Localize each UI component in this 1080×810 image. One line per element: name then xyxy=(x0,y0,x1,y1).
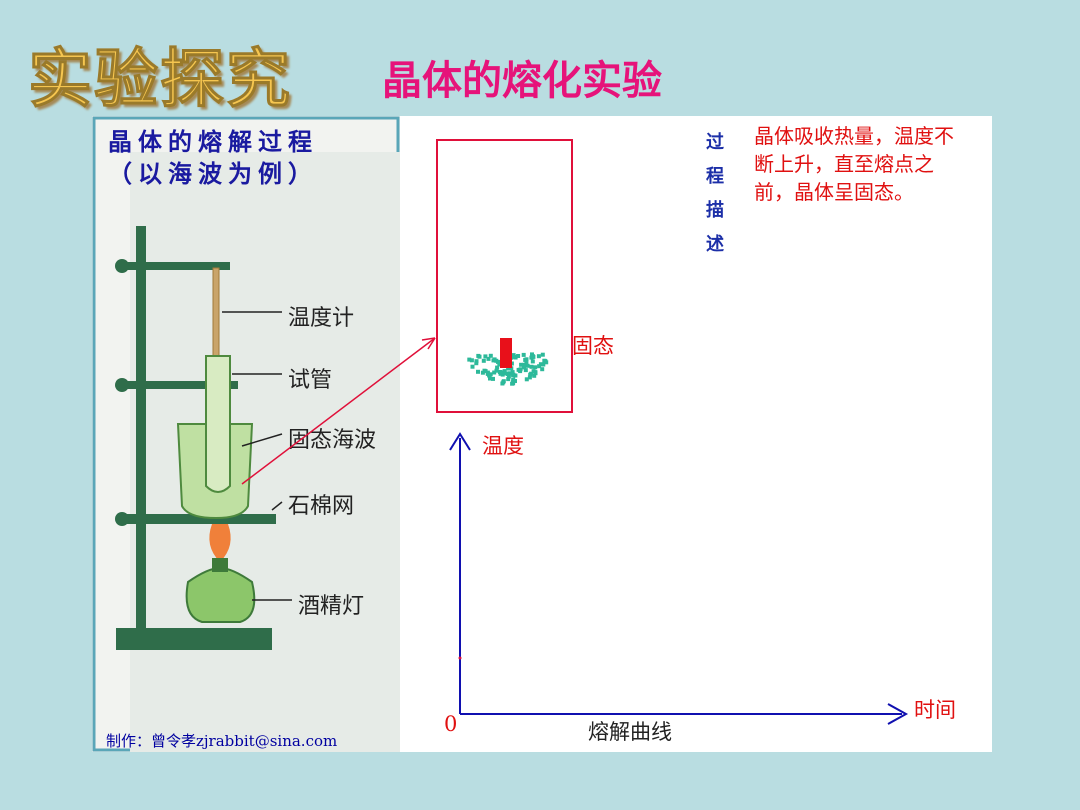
particle-dot xyxy=(503,371,508,376)
apparatus-drawing xyxy=(92,116,400,752)
process-description: 晶体吸收热量，温度不断上升，直至熔点之前，晶体呈固态。 xyxy=(754,124,954,204)
particle-dot xyxy=(538,362,543,367)
particle-dot xyxy=(485,370,490,375)
particle-dot xyxy=(524,361,529,366)
particle-dot xyxy=(491,358,496,363)
label-asbestos-net: 石棉网 xyxy=(288,494,355,519)
x-axis-label: 时间 xyxy=(914,698,956,722)
particle-dot xyxy=(474,361,479,366)
particle-dot xyxy=(540,352,545,357)
process-heading-char-3: 描 xyxy=(706,200,724,221)
particle-dot xyxy=(481,358,486,363)
particle-dot xyxy=(506,374,511,379)
particle-dot xyxy=(497,362,502,367)
state-label: 固态 xyxy=(572,334,614,358)
apparatus-heading: 晶体的熔解过程 （以海波为例） xyxy=(108,126,318,190)
particle-dot xyxy=(491,376,495,381)
slide-title: 实验探究 xyxy=(28,43,292,118)
particle-dot xyxy=(502,369,507,374)
chart-title: 熔解曲线 xyxy=(588,720,672,744)
zoom-pointer-line xyxy=(241,337,436,485)
particle-dot xyxy=(510,370,515,375)
particle-dot xyxy=(488,376,492,381)
particle-dot xyxy=(530,354,535,359)
particle-dot xyxy=(470,364,475,369)
particle-dot xyxy=(513,373,518,378)
particle-dot xyxy=(529,371,534,376)
particle-dot xyxy=(476,369,480,374)
particle-dot xyxy=(536,354,541,359)
y-axis-arrow xyxy=(449,432,471,451)
content-panel: 晶体的熔解过程 （以海波为例） 温度计 试管 固态海波 石棉网 酒精灯 制作：曾… xyxy=(92,116,992,752)
particle-dot xyxy=(529,364,534,369)
particle-dot xyxy=(523,357,528,362)
zoom-thermometer xyxy=(500,338,512,368)
particle-dot xyxy=(510,381,515,386)
particle-dot xyxy=(467,357,472,362)
label-alcohol-lamp: 酒精灯 xyxy=(298,594,365,619)
particle-dot xyxy=(500,381,505,386)
process-heading-char-2: 程 xyxy=(706,166,724,187)
process-heading-char-4: 述 xyxy=(706,234,724,255)
particle-dot xyxy=(494,368,499,373)
particle-dot xyxy=(522,365,526,370)
particle-dot xyxy=(511,353,516,358)
particle-dot xyxy=(486,356,491,361)
particle-dot xyxy=(524,377,529,382)
particle-dot xyxy=(522,362,527,367)
particle-dot xyxy=(488,353,493,358)
particle-dot xyxy=(541,362,546,367)
particle-dot xyxy=(519,362,524,367)
particle-dot xyxy=(540,367,545,372)
slide-subtitle: 晶体的熔化实验 xyxy=(382,58,662,104)
particle-dot xyxy=(525,363,530,368)
zoom-pointer-arrowhead xyxy=(421,337,436,350)
particle-dot xyxy=(506,377,511,382)
author-credit: 制作：曾令孝zjrabbit@sina.com xyxy=(106,732,338,750)
label-thermometer: 温度计 xyxy=(288,306,355,331)
y-axis-label: 温度 xyxy=(482,434,524,458)
particle-dot xyxy=(469,358,474,363)
particle-dot xyxy=(527,375,532,380)
particle-dot xyxy=(505,372,510,376)
particle-dot xyxy=(511,377,516,382)
particle-dot xyxy=(498,370,503,374)
x-axis-arrow xyxy=(887,703,909,725)
particle-dot xyxy=(530,359,535,364)
label-solid-hypo: 固态海波 xyxy=(288,428,377,453)
curve-start-point xyxy=(458,656,462,660)
heading-line-1: 晶体的熔解过程 xyxy=(108,128,318,156)
particle-dot xyxy=(477,354,482,359)
process-heading: 过 程 描 述 xyxy=(700,126,730,262)
particle-dot xyxy=(523,368,528,373)
particle-dot xyxy=(542,358,547,363)
particle-dot xyxy=(533,365,538,370)
particle-dot xyxy=(531,369,536,374)
particle-dot xyxy=(532,373,537,378)
particle-dot xyxy=(518,369,523,374)
label-test-tube: 试管 xyxy=(288,368,333,393)
particle-dot xyxy=(495,365,500,370)
solid-particles xyxy=(467,352,549,386)
particle-dot xyxy=(483,354,488,359)
apparatus-illustration: 晶体的熔解过程 （以海波为例） 温度计 试管 固态海波 石棉网 酒精灯 制作：曾… xyxy=(92,116,400,752)
particle-dot xyxy=(521,352,526,357)
particle-dot xyxy=(537,364,542,369)
process-heading-char-1: 过 xyxy=(706,132,724,153)
origin-label: 0 xyxy=(444,712,458,736)
particle-dot xyxy=(483,369,488,374)
particle-dot xyxy=(494,358,499,363)
heading-line-2: （以海波为例） xyxy=(108,160,318,188)
particle-dot xyxy=(507,366,512,371)
particle-dot xyxy=(516,354,521,358)
particle-dot xyxy=(492,370,497,375)
melting-diagram xyxy=(241,139,909,725)
particle-dot xyxy=(480,370,485,375)
